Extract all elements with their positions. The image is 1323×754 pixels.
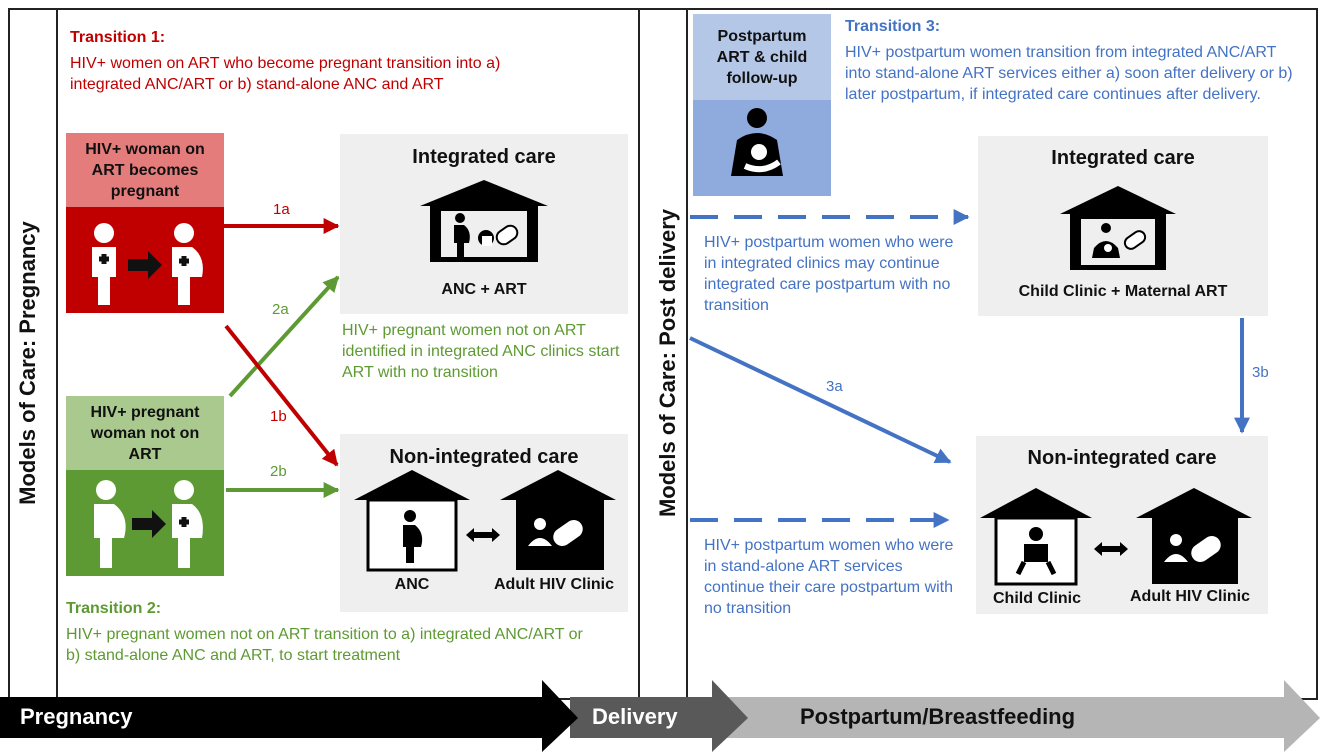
transition2-title: Transition 2: bbox=[66, 600, 162, 617]
postpartum-followup-box: Postpartum ART & child follow-up bbox=[693, 14, 831, 196]
arrow-label-1a: 1a bbox=[273, 201, 290, 218]
on-art-box: HIV+ woman on ART becomes pregnant bbox=[66, 133, 224, 313]
transition1-title: Transition 1: bbox=[70, 29, 166, 46]
non-integrated-care-title-postpartum: Non-integrated care bbox=[1027, 447, 1217, 469]
woman-to-pregnant-icon bbox=[92, 223, 203, 305]
pregnant-to-treated-icon bbox=[94, 480, 203, 568]
adult-hiv-clinic-label-pregnancy: Adult HIV Clinic bbox=[494, 576, 614, 593]
arrow-label-2a: 2a bbox=[272, 301, 289, 318]
on-art-label-bg: HIV+ woman on ART becomes pregnant bbox=[66, 133, 224, 207]
on-art-label: HIV+ woman on ART becomes pregnant bbox=[85, 140, 205, 200]
non-integrated-care-title-pregnancy: Non-integrated care bbox=[389, 446, 579, 468]
postpartum-label-bg: Postpartum ART & child follow-up bbox=[693, 14, 831, 100]
timeline-delivery: Delivery bbox=[592, 704, 678, 729]
integrated-note-pregnancy: HIV+ pregnant women not on ART identifie… bbox=[342, 322, 620, 381]
mother-child-icon bbox=[731, 108, 783, 176]
arrow-2a bbox=[228, 275, 340, 398]
timeline-postpartum: Postpartum/Breastfeeding bbox=[800, 704, 1076, 729]
timeline-pregnancy: Pregnancy bbox=[20, 704, 133, 729]
transition2-body: HIV+ pregnant women not on ART transitio… bbox=[66, 626, 583, 664]
arrow-label-3b: 3b bbox=[1252, 364, 1269, 381]
arrow-label-1b: 1b bbox=[270, 408, 287, 425]
note-standalone-postpartum: HIV+ postpartum women who were in stand-… bbox=[704, 537, 954, 617]
transition3-title: Transition 3: bbox=[845, 18, 941, 35]
right-title-divider bbox=[686, 8, 688, 700]
on-art-figure-area bbox=[66, 207, 224, 313]
note-integrated-postpartum: HIV+ postpartum women who were in integr… bbox=[704, 234, 954, 314]
integrated-care-title-postpartum: Integrated care bbox=[1051, 147, 1195, 169]
arrow-label-2b: 2b bbox=[270, 463, 287, 480]
child-maternal-art-label: Child Clinic + Maternal ART bbox=[1018, 283, 1228, 300]
not-on-art-label-bg: HIV+ pregnant woman not on ART bbox=[66, 396, 224, 470]
left-title-divider bbox=[56, 8, 58, 700]
arrow-3a bbox=[689, 336, 952, 464]
not-on-art-box: HIV+ pregnant woman not on ART bbox=[66, 396, 224, 576]
adult-hiv-clinic-label-postpartum: Adult HIV Clinic bbox=[1130, 588, 1250, 605]
anc-label: ANC bbox=[394, 576, 430, 593]
postpartum-label: Postpartum ART & child follow-up bbox=[716, 27, 808, 87]
transition3-body: HIV+ postpartum women transition from in… bbox=[845, 44, 1293, 103]
transition1-body: HIV+ women on ART who become pregnant tr… bbox=[70, 55, 501, 93]
child-clinic-label: Child Clinic bbox=[993, 590, 1081, 607]
arrow-1b bbox=[224, 324, 339, 467]
integrated-care-title-pregnancy: Integrated care bbox=[412, 146, 556, 168]
arrow-label-3a: 3a bbox=[826, 378, 843, 395]
anc-art-label: ANC + ART bbox=[441, 281, 527, 298]
not-on-art-figure-area bbox=[66, 470, 224, 576]
not-on-art-label: HIV+ pregnant woman not on ART bbox=[90, 403, 200, 463]
postpartum-figure-area bbox=[693, 100, 831, 196]
